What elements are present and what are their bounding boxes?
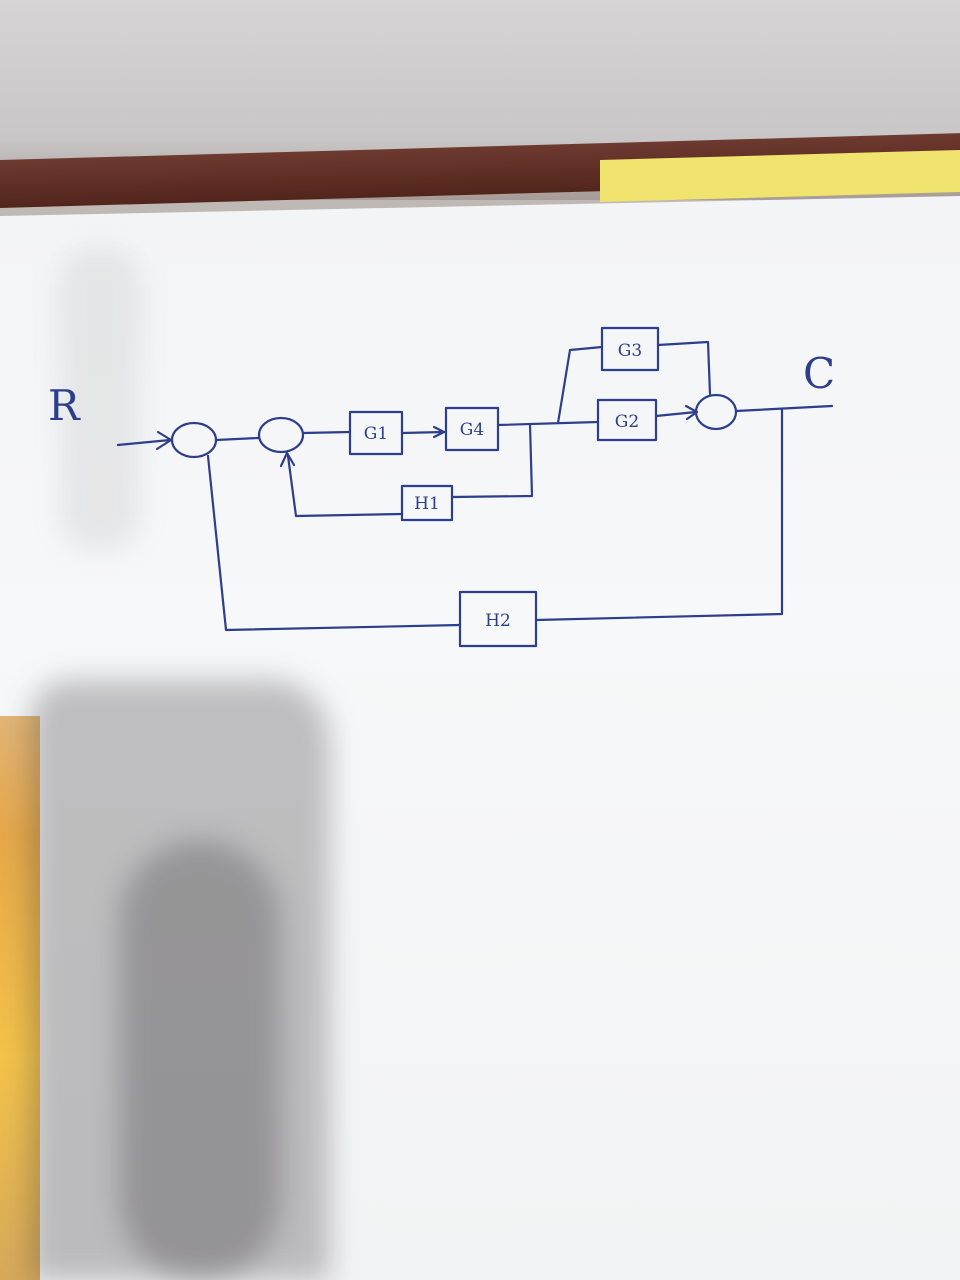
link-sum1-sum2	[214, 436, 260, 442]
summing-junction-2	[257, 416, 305, 454]
output-label: C	[803, 349, 835, 398]
h1-feedback-in	[450, 422, 534, 499]
link-g1-g4	[400, 430, 446, 435]
block-h2	[458, 590, 538, 648]
input-arrow-line	[116, 438, 172, 447]
paper-sheet	[0, 196, 960, 1280]
output-line	[734, 404, 834, 413]
block-g3	[600, 326, 660, 372]
block-g2	[596, 398, 658, 442]
block-h1	[400, 484, 454, 522]
block-g4	[444, 406, 500, 452]
sum2-feedback-arrowhead	[279, 451, 296, 468]
h2-feedback-out	[206, 454, 462, 632]
link-g3-sum3	[656, 340, 712, 396]
input-label: R	[48, 381, 81, 430]
g4-arrowhead	[432, 425, 446, 439]
block-g1-label: G1	[364, 424, 388, 444]
block-g4-label: G4	[460, 420, 484, 440]
summing-junction-1	[170, 421, 218, 459]
link-sum2-g1	[301, 430, 352, 435]
h1-feedback-out	[286, 454, 404, 518]
h2-feedback-in	[534, 407, 784, 622]
branch-to-g3	[556, 345, 604, 425]
link-g2-sum3	[654, 410, 698, 418]
block-g3-label: G3	[618, 341, 642, 361]
summing-junction-3	[694, 393, 738, 431]
block-h1-label: H1	[414, 494, 440, 514]
link-g4-g2	[496, 420, 600, 427]
block-h2-label: H2	[485, 611, 511, 631]
block-g2-label: G2	[615, 412, 639, 432]
